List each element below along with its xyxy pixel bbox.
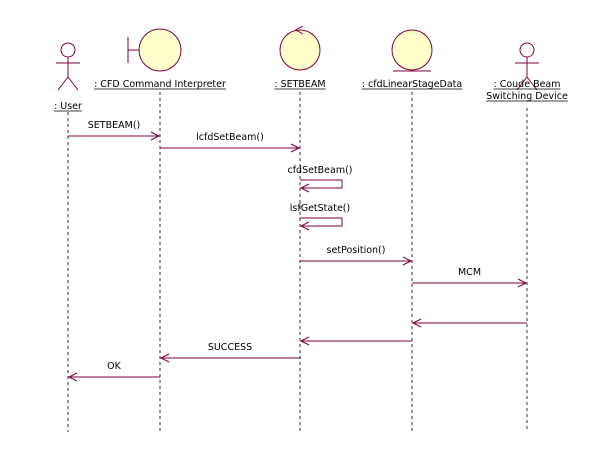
message-arrowhead-4 xyxy=(299,221,310,231)
message-arrowhead-10 xyxy=(67,372,78,382)
user-actor-left-leg xyxy=(57,76,69,91)
linear-entity-circle xyxy=(391,29,433,71)
message-arrowhead-3 xyxy=(299,183,310,193)
message-label-10: OK xyxy=(107,361,121,372)
setbeam-control-arrowhead xyxy=(294,25,304,35)
message-2: lcfdSetBeam() xyxy=(160,132,301,153)
message-arrowhead-5 xyxy=(402,256,413,266)
participant-user: : User xyxy=(54,42,82,112)
user-actor-head xyxy=(60,42,76,58)
participants: : User : CFD Command Interpreter : SETBEAM… xyxy=(54,25,568,112)
message-label-5: setPosition() xyxy=(327,245,386,256)
participant-label-linear: : cfdLinearStageData xyxy=(362,79,462,90)
cfd-boundary-circle xyxy=(138,28,182,72)
setbeam-control-circle xyxy=(279,29,321,71)
message-label-2: lcfdSetBeam() xyxy=(196,132,264,143)
message-arrowhead-2 xyxy=(290,143,301,153)
user-actor-right-leg xyxy=(67,76,79,91)
coude-actor-right-leg xyxy=(526,76,538,91)
message-arrowhead-8 xyxy=(299,336,310,346)
message-7 xyxy=(411,318,527,328)
participant-label-coude: : Coude Beam xyxy=(493,79,560,90)
self-message-line-3 xyxy=(300,179,343,189)
message-label-6: MCM xyxy=(458,267,481,278)
message-label-1: SETBEAM() xyxy=(88,120,140,131)
messages: SETBEAM() lcfdSetBeam() cfdSetBeam() lsfGet… xyxy=(67,120,528,382)
message-4: lsfGetState() xyxy=(290,203,350,231)
message-arrowhead-7 xyxy=(411,318,422,328)
message-label-4: lsfGetState() xyxy=(290,203,350,214)
message-5: setPosition() xyxy=(300,245,413,266)
lifelines xyxy=(67,92,528,432)
message-1: SETBEAM() xyxy=(68,120,161,141)
participant-label-cfd: : CFD Command Interpreter xyxy=(94,79,226,90)
participant-label-coude-line2: Switching Device xyxy=(486,91,568,102)
participant-label-user: : User xyxy=(54,101,82,112)
message-arrowhead-6 xyxy=(517,278,528,288)
message-label-3: cfdSetBeam() xyxy=(287,165,352,176)
participant-setbeam: : SETBEAM xyxy=(274,25,326,90)
message-label-9: SUCCESS xyxy=(208,342,252,353)
message-10: OK xyxy=(67,361,160,382)
participant-linear: : cfdLinearStageData xyxy=(361,29,463,90)
self-message-line-4 xyxy=(300,217,343,227)
message-8 xyxy=(299,336,412,346)
participant-label-setbeam: : SETBEAM xyxy=(274,79,325,90)
message-arrowhead-1 xyxy=(150,131,161,141)
message-arrowhead-9 xyxy=(159,353,170,363)
coude-actor-left-leg xyxy=(516,76,528,91)
participant-cfd: : CFD Command Interpreter xyxy=(94,28,226,90)
message-3: cfdSetBeam() xyxy=(287,165,353,193)
message-9: SUCCESS xyxy=(159,342,300,363)
message-6: MCM xyxy=(412,267,528,288)
coude-actor-head xyxy=(519,42,535,58)
